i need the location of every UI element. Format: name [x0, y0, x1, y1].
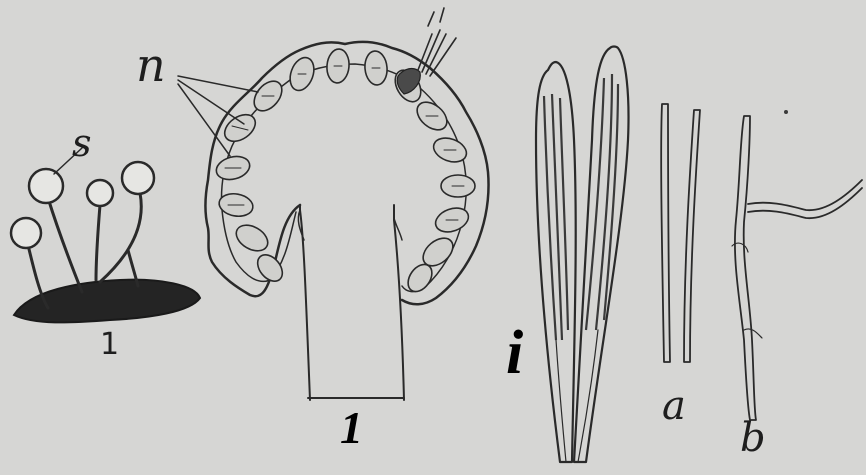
label-b: b	[740, 418, 766, 458]
label-one-bold: 1	[340, 405, 363, 451]
speck	[784, 110, 788, 114]
sporangium-head-1	[11, 218, 41, 248]
label-n: n	[136, 42, 166, 88]
sporangium-head-4	[122, 162, 154, 194]
sporangium-head-2	[29, 169, 63, 203]
label-one-small: 1	[100, 330, 119, 360]
label-i: i	[506, 322, 523, 384]
label-a: a	[662, 386, 686, 426]
label-s: s	[72, 124, 92, 162]
sporangium-head-3	[87, 180, 113, 206]
